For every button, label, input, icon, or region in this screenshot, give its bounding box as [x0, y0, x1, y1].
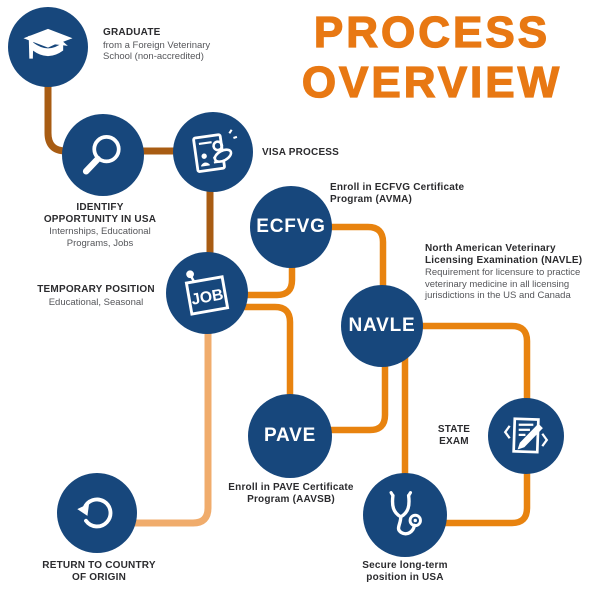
- edge-ecfvg-temporary: [212, 235, 296, 299]
- label-navle: North American Veterinary Licensing Exam…: [425, 243, 595, 302]
- node-identify-opportunity: [62, 114, 144, 196]
- graduation-cap-icon: [23, 28, 73, 59]
- node-visa-process: [173, 112, 253, 192]
- label-identify-desc: Internships, Educational Programs, Jobs: [49, 226, 151, 249]
- node-ecfvg: ECFVG: [250, 186, 332, 268]
- label-pave-title: Enroll in PAVE Certificate Program (AAVS…: [228, 482, 354, 505]
- node-secure-position: [363, 473, 447, 557]
- label-visa: VISA PROCESS: [262, 147, 352, 159]
- label-temporary-desc: Educational, Seasonal: [48, 296, 144, 308]
- label-return-title: RETURN TO COUNTRY OF ORIGIN: [42, 560, 156, 583]
- node-temporary-position: JOB: [166, 252, 248, 334]
- label-ecfvg: Enroll in ECFVG Certificate Program (AVM…: [330, 182, 482, 205]
- edge-navle-stateexam: [395, 322, 531, 405]
- job-note-icon: JOB: [184, 270, 230, 316]
- node-ecfvg-word: ECFVG: [256, 216, 326, 237]
- job-note-text: JOB: [190, 286, 225, 308]
- stethoscope-icon: [389, 491, 422, 536]
- edge-temporary-return: [105, 315, 212, 527]
- page-title-line1: PROCESS: [313, 7, 551, 57]
- visa-stamp-icon: [192, 129, 238, 173]
- node-graduate: [8, 7, 88, 87]
- label-identify-title: IDENTIFY OPPORTUNITY IN USA: [43, 202, 157, 225]
- edge-temporary-pave: [212, 303, 294, 400]
- node-navle-word: NAVLE: [348, 315, 416, 336]
- label-state-exam-title: STATE EXAM: [437, 424, 471, 447]
- node-pave: PAVE: [248, 394, 332, 478]
- edge-navle-pave: [300, 345, 389, 434]
- label-graduate: GRADUATE from a Foreign Veterinary Schoo…: [103, 27, 223, 63]
- magnifying-glass-icon: [82, 135, 121, 175]
- node-navle: NAVLE: [341, 285, 423, 367]
- edge-ecfvg-navle: [295, 223, 387, 300]
- label-graduate-desc: from a Foreign Veterinary School (non-ac…: [103, 39, 211, 63]
- label-visa-title: VISA PROCESS: [262, 147, 340, 158]
- label-secure-title: Secure long-term position in USA: [362, 560, 448, 583]
- label-pave: Enroll in PAVE Certificate Program (AAVS…: [220, 482, 362, 505]
- edge-stateexam-secure: [415, 455, 531, 527]
- label-identify: IDENTIFY OPPORTUNITY IN USA Internships,…: [38, 202, 162, 249]
- label-state-exam: STATE EXAM: [424, 424, 484, 447]
- label-navle-title: North American Veterinary Licensing Exam…: [425, 243, 583, 266]
- label-graduate-title: GRADUATE: [103, 27, 161, 38]
- exam-pencil-icon: [503, 417, 549, 454]
- return-arrow-icon: [77, 497, 113, 529]
- page-title-line2: OVERVIEW: [301, 57, 563, 107]
- label-return: RETURN TO COUNTRY OF ORIGIN: [37, 560, 161, 583]
- label-temporary: TEMPORARY POSITION Educational, Seasonal: [32, 284, 160, 308]
- page-title: PROCESS OVERVIEW: [270, 7, 594, 108]
- node-pave-word: PAVE: [263, 425, 317, 446]
- node-state-exam: [488, 398, 564, 474]
- label-temporary-title: TEMPORARY POSITION: [37, 284, 155, 295]
- node-return: [57, 473, 137, 553]
- label-secure: Secure long-term position in USA: [343, 560, 467, 583]
- label-navle-desc: Requirement for licensure to practice ve…: [425, 267, 581, 301]
- label-ecfvg-title: Enroll in ECFVG Certificate Program (AVM…: [330, 182, 465, 205]
